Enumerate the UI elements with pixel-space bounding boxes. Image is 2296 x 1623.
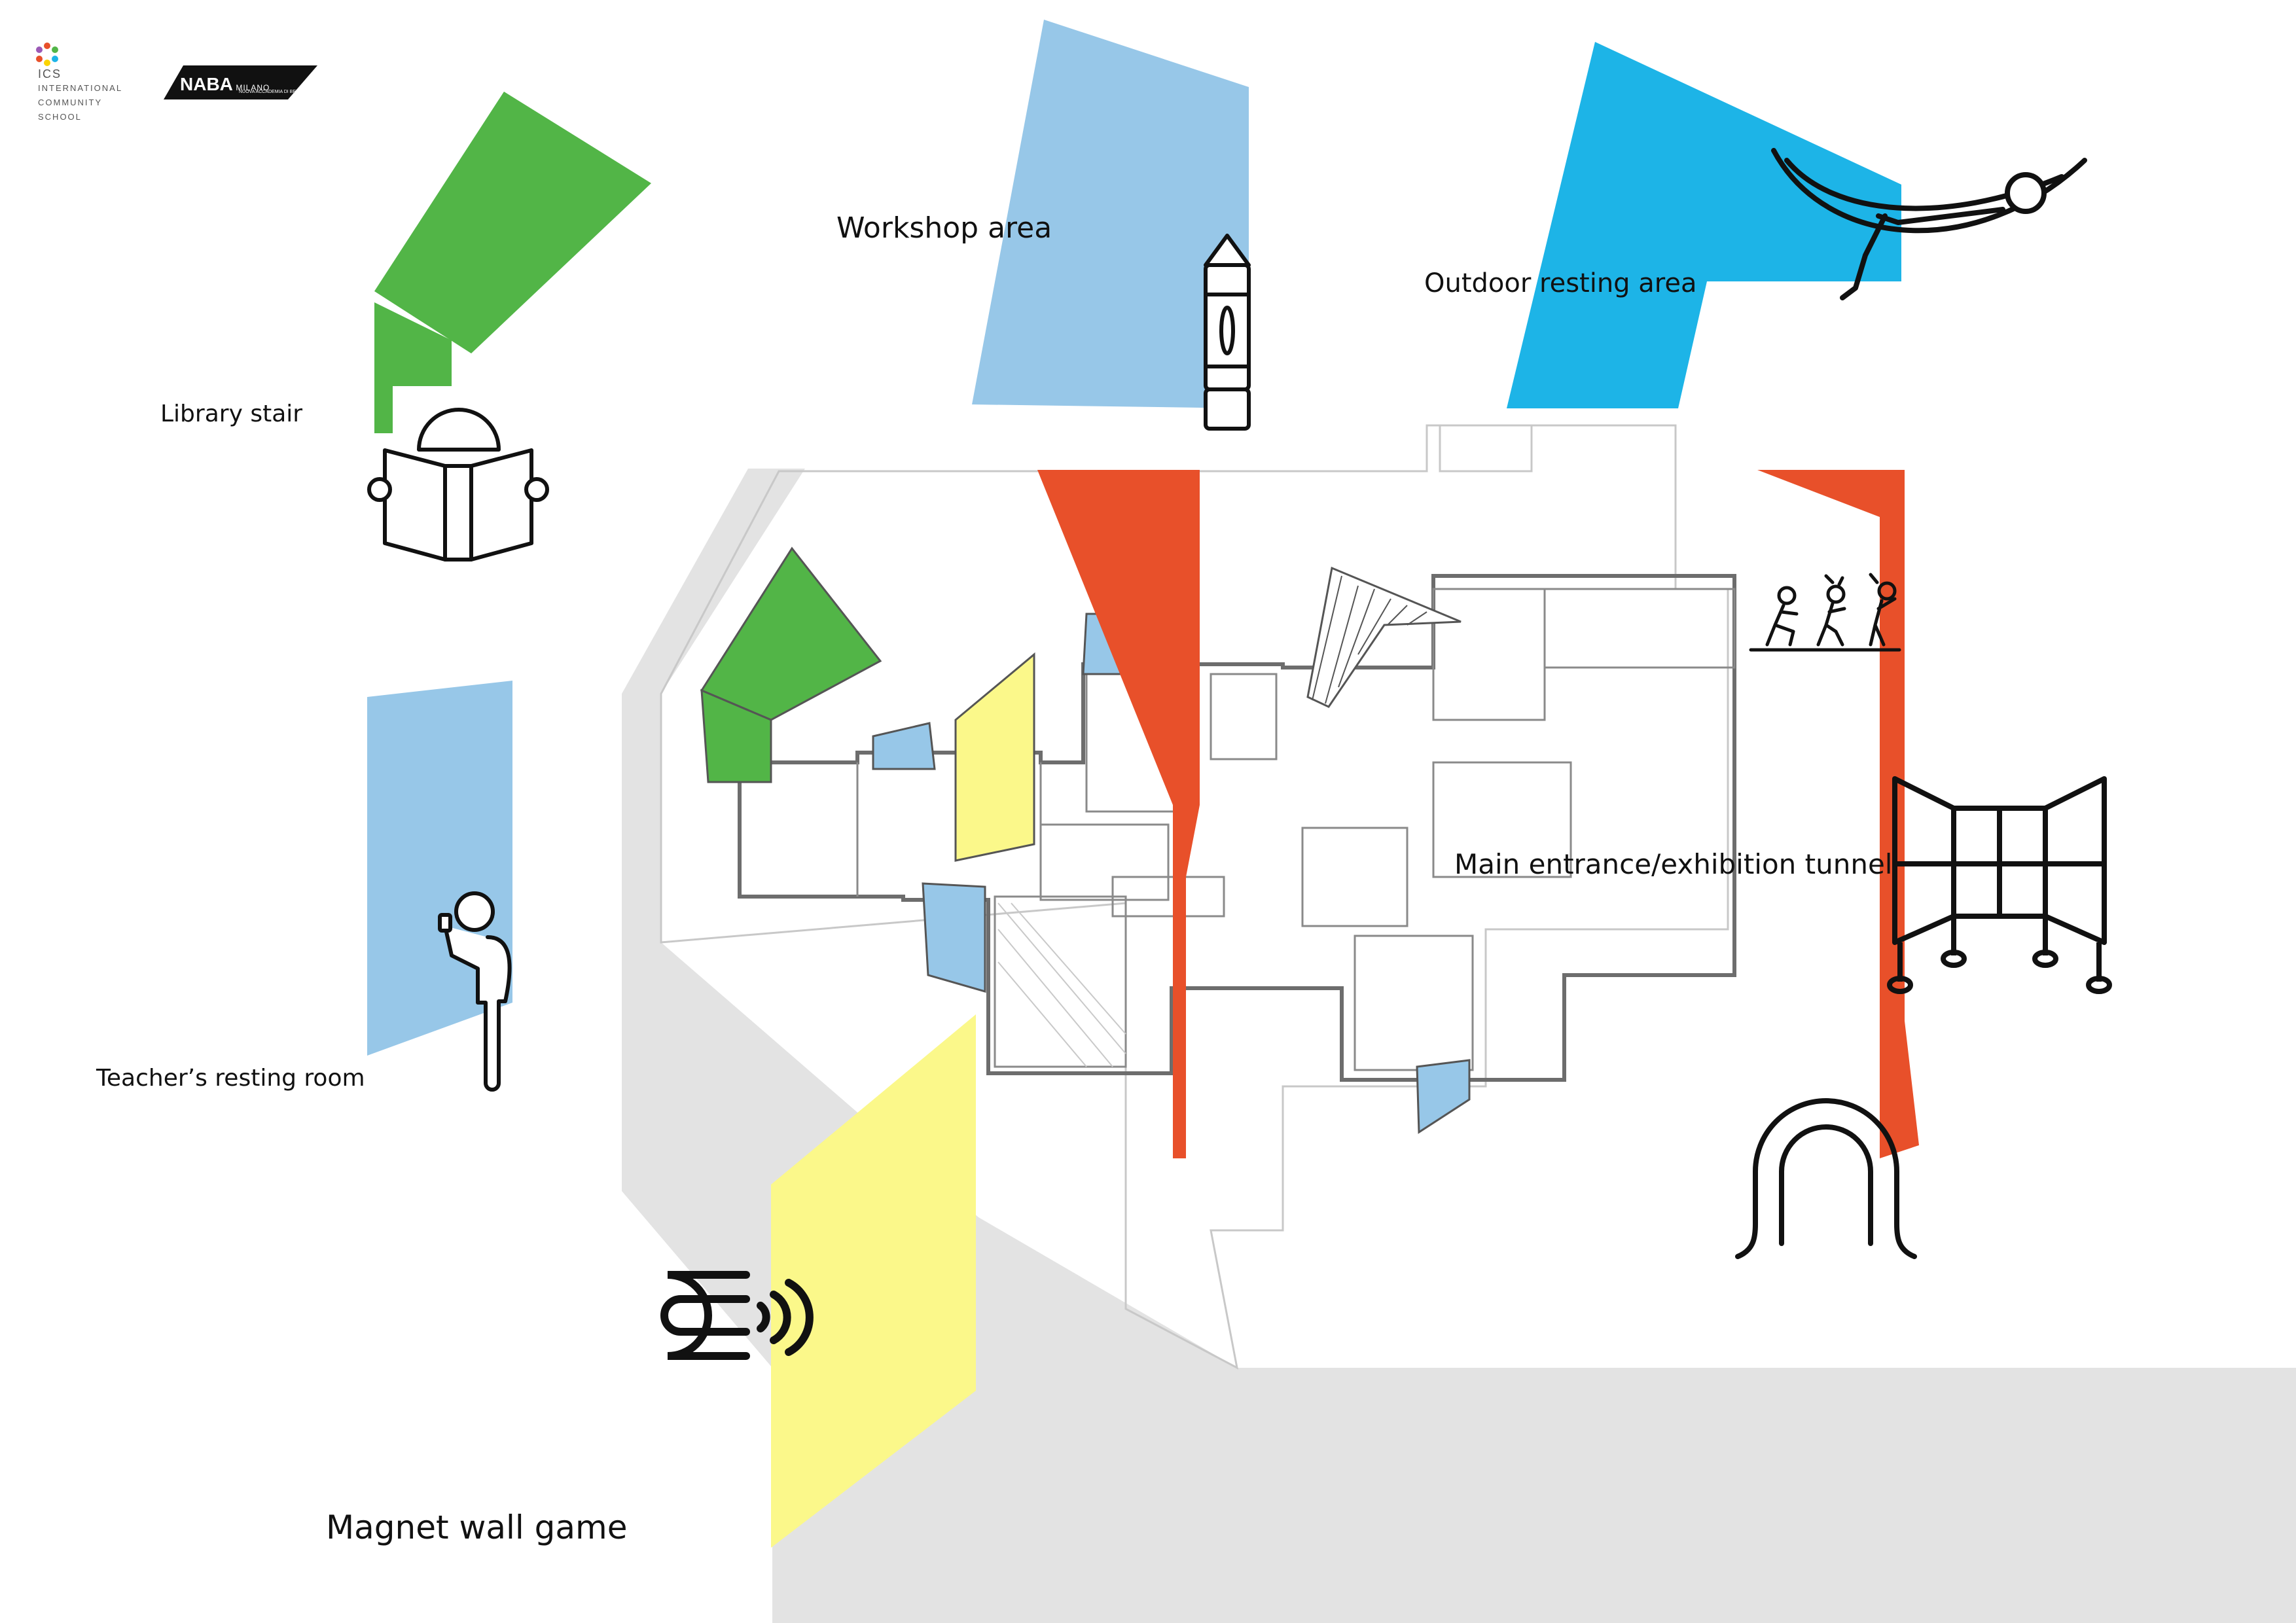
tunnel-arch-icon [1735, 1098, 1917, 1259]
workshop-callout [972, 20, 1249, 408]
floorplan [660, 424, 1729, 1370]
ics-logo-mark [36, 43, 58, 66]
plan-zones [700, 546, 1471, 1134]
running-children-icon [1749, 573, 1901, 652]
hammock-icon [1771, 148, 2087, 300]
outdoor-callout [1507, 42, 1901, 408]
library-stair-label: Library stair [160, 401, 303, 427]
ics-logo-line4: SCHOOL [38, 112, 82, 122]
workshop-area-label: Workshop area [836, 211, 1052, 245]
building-walls [738, 574, 1736, 1082]
ground-areas [622, 469, 2296, 1623]
magnet-wall-game-label: Magnet wall game [326, 1508, 628, 1546]
ics-logo-line2: INTERNATIONAL [38, 83, 123, 93]
reading-person-icon [367, 408, 549, 562]
magnet-callout [771, 1014, 976, 1548]
naba-logo: NABA MILANO NUOVA ACCADEMIA DI BELLE ART… [180, 74, 315, 95]
naba-logo-sub: NUOVA ACCADEMIA DI BELLE ARTI [239, 90, 315, 94]
library-callout-step [374, 302, 452, 433]
naba-logo-shape [164, 65, 317, 99]
crayon-icon [1204, 234, 1251, 431]
person-with-phone-icon [438, 891, 512, 1092]
room-walls [856, 588, 1736, 1071]
outdoor-resting-area-label: Outdoor resting area [1424, 268, 1697, 298]
main-entrance-label: Main entrance/exhibition tunnel [1454, 848, 1893, 880]
library-callout [374, 92, 651, 353]
naba-logo-name: NABA [180, 74, 233, 94]
hatched-zone [1312, 575, 1427, 704]
ics-logo-line1: ICS [38, 67, 62, 80]
exhibition-tunnel-strips [1037, 470, 1919, 1158]
ics-logo: ICS INTERNATIONAL COMMUNITY SCHOOL [38, 67, 122, 124]
ics-logo-line3: COMMUNITY [38, 98, 103, 107]
area-callouts [367, 20, 1901, 1548]
magnet-icon [660, 1271, 814, 1360]
exhibition-panels-icon [1887, 776, 2112, 994]
teachers-resting-room-label: Teacher’s resting room [96, 1065, 365, 1092]
floorplan-hatching [997, 902, 1126, 1067]
naba-logo-city: MILANO [236, 83, 270, 92]
